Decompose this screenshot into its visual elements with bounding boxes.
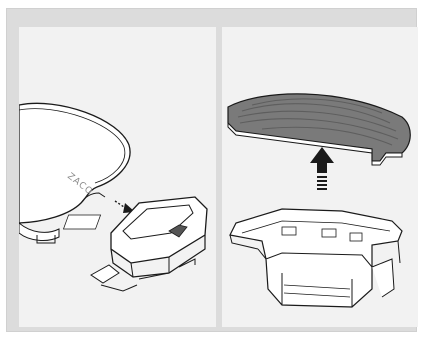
left-illustration-panel: ZACO <box>19 27 216 327</box>
lift-arrow-icon <box>310 147 334 190</box>
illustration-border: ZACO <box>6 8 417 332</box>
water-tank-icon <box>230 209 402 307</box>
right-illustration-panel <box>222 27 418 327</box>
mop-tank-illustration <box>222 27 418 327</box>
dustbin-icon <box>63 197 207 291</box>
robot-dustbin-illustration: ZACO <box>19 27 216 327</box>
